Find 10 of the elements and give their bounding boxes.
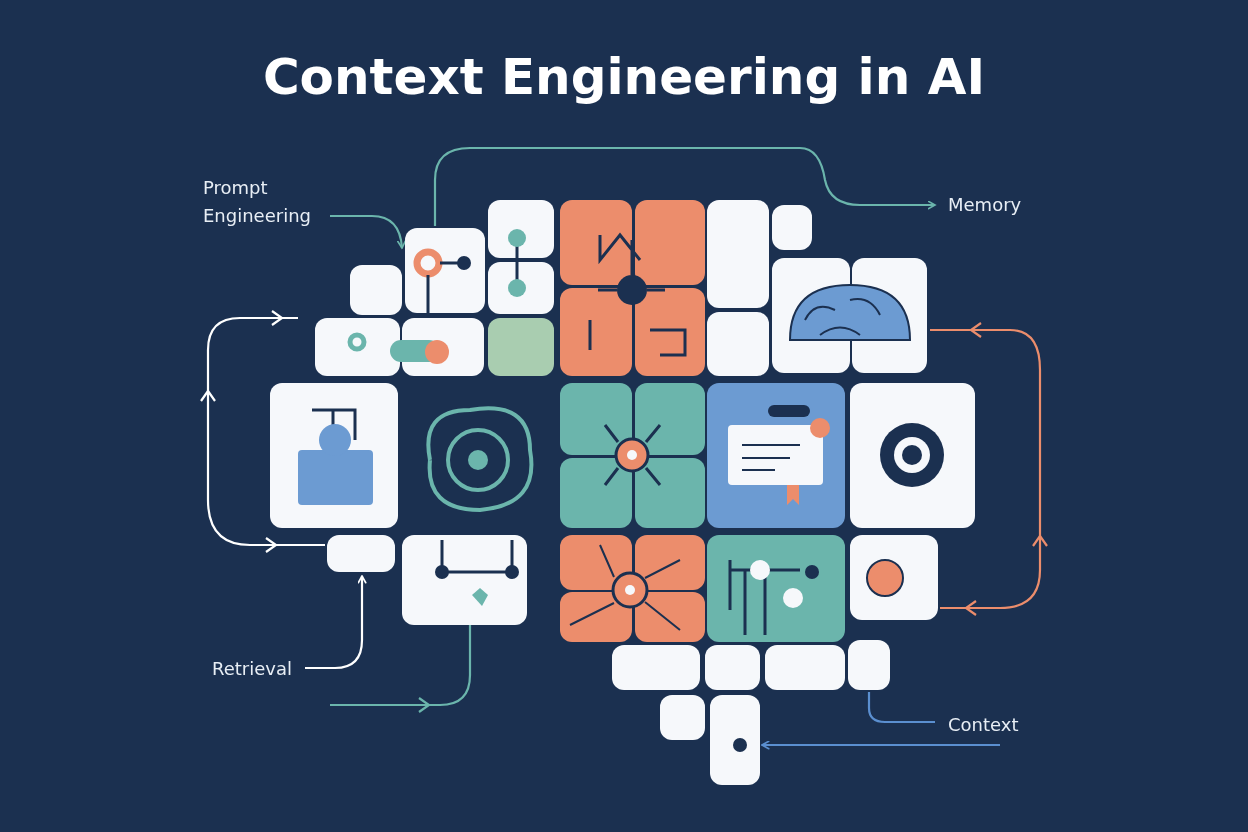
arrow — [761, 740, 1000, 750]
title: Context Engineering in AI — [262, 48, 986, 106]
arrow — [330, 214, 406, 249]
connector-line — [867, 692, 935, 724]
node-label: Context — [948, 711, 1048, 739]
node-label: Memory — [948, 191, 1048, 219]
arrow — [305, 575, 367, 670]
arrow — [433, 146, 936, 226]
node-label: Retrieval — [212, 655, 312, 683]
node-label: Prompt Engineering — [203, 174, 333, 230]
